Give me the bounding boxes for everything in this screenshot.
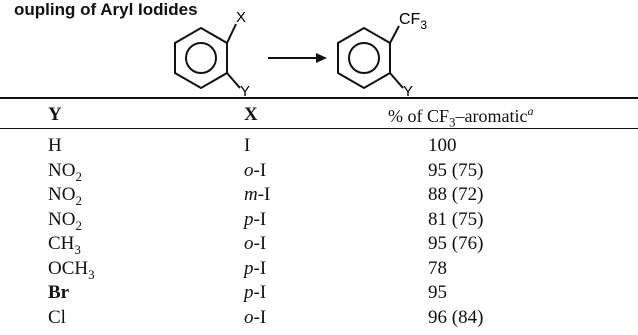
section-heading: oupling of Aryl Iodides	[14, 0, 198, 19]
reactant-x-bond	[226, 23, 237, 44]
column-header-x: X	[244, 104, 258, 125]
cell-percent-yield: 95 (76)	[428, 233, 484, 254]
cell-x-position: p-I	[244, 257, 267, 279]
reactant-benzene-ring	[174, 26, 228, 90]
cell-y-substituent: Br	[48, 282, 70, 303]
table-header-rule	[0, 128, 638, 129]
product-y-label: Y	[403, 83, 413, 100]
cell-y-substituent: NO2	[48, 208, 82, 233]
cell-x-position: o-I	[244, 306, 267, 328]
cell-x-position: m-I	[244, 184, 271, 205]
cell-x-position: p-I	[244, 208, 267, 230]
table-row: OCH3 p-I 78	[0, 258, 638, 286]
table-row: NO2 o-I 95 (75)	[0, 160, 638, 188]
cell-percent-yield: 96 (84)	[428, 306, 484, 328]
cell-percent-yield: 95	[428, 282, 447, 303]
column-header-percent: % of CF3–aromatica	[388, 104, 534, 130]
cell-y-substituent: NO2	[48, 184, 82, 208]
reactant-y-bond	[226, 72, 241, 89]
column-header-y: Y	[48, 104, 62, 125]
table-row: Cl o-I 96 (84)	[0, 307, 638, 335]
cell-percent-yield: 78	[428, 257, 447, 279]
reaction-scheme: X Y CF3 Y	[174, 9, 427, 100]
cell-percent-yield: 81 (75)	[428, 208, 484, 230]
cell-y-substituent: CH3	[48, 233, 81, 257]
cell-percent-yield: 100	[428, 135, 457, 156]
product-benzene-ring	[337, 26, 391, 90]
cell-percent-yield: 88 (72)	[428, 184, 484, 205]
product-cf3-bond	[389, 25, 400, 44]
cell-percent-yield: 95 (75)	[428, 159, 484, 181]
table-row: H I 100	[0, 135, 638, 163]
table-row: NO2 p-I 81 (75)	[0, 209, 638, 237]
cell-x-position: p-I	[244, 282, 267, 303]
table-top-rule	[0, 97, 638, 99]
cell-x-position: I	[244, 135, 251, 156]
reaction-arrow-head	[316, 53, 327, 63]
cell-x-position: o-I	[244, 159, 267, 181]
table-row: NO2 m-I 88 (72)	[0, 184, 638, 212]
reactant-y-label: Y	[240, 83, 250, 100]
cell-y-substituent: OCH3	[48, 257, 95, 282]
product-y-bond	[389, 72, 404, 89]
product-cf3-label: CF3	[399, 11, 427, 32]
cell-y-substituent: H	[48, 135, 62, 156]
reactant-x-label: X	[236, 9, 246, 26]
cell-x-position: o-I	[244, 233, 267, 254]
cell-y-substituent: Cl	[48, 306, 66, 328]
table-row: Br p-I 95	[0, 282, 638, 310]
table-row: CH3 o-I 95 (76)	[0, 233, 638, 261]
cell-y-substituent: NO2	[48, 159, 82, 184]
